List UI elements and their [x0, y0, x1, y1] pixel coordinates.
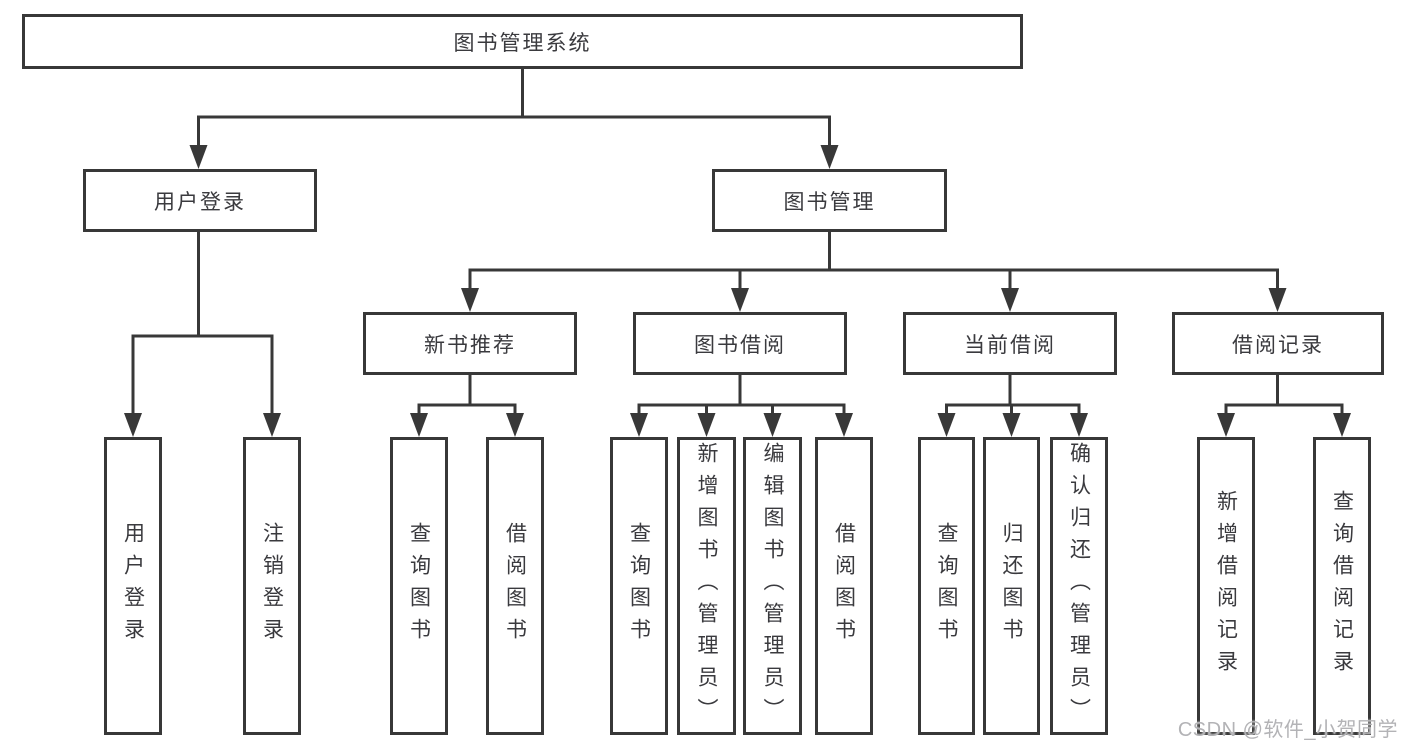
leaf-user-login: 用户登录: [104, 437, 162, 735]
leaf-borrow-query-books: 查询图书: [610, 437, 668, 735]
leaf-records-query-record: 查询借阅记录: [1313, 437, 1371, 735]
node-label: 确认归还（管理员）: [1067, 442, 1091, 730]
node-label: 新增图书（管理员）: [695, 442, 719, 730]
node-label: 当前借阅: [964, 333, 1056, 357]
node-label: 图书管理系统: [453, 31, 592, 55]
leaf-borrow-borrow-books: 借阅图书: [815, 437, 873, 735]
node-label: 借阅图书: [832, 522, 856, 650]
leaf-current-query-books: 查询图书: [918, 437, 975, 735]
leaf-borrow-edit-books-admin: 编辑图书（管理员）: [743, 437, 802, 735]
node-label: 用户登录: [121, 522, 145, 650]
leaf-current-return-books: 归还图书: [983, 437, 1040, 735]
leaf-records-add-record: 新增借阅记录: [1197, 437, 1255, 735]
node-user-login: 用户登录: [83, 169, 317, 232]
leaf-borrow-add-books-admin: 新增图书（管理员）: [677, 437, 736, 735]
node-label: 新书推荐: [424, 333, 516, 357]
leaf-logout: 注销登录: [243, 437, 301, 735]
node-label: 注销登录: [260, 522, 284, 650]
node-book-borrowing: 图书借阅: [633, 312, 847, 375]
watermark-csdn: CSDN @软件_小贺同学: [1177, 719, 1398, 741]
node-label: 归还图书: [1000, 522, 1024, 650]
node-label: 编辑图书（管理员）: [761, 442, 785, 730]
node-library-management-system: 图书管理系统: [22, 14, 1023, 69]
node-label: 新增借阅记录: [1214, 490, 1238, 682]
node-label: 借阅图书: [503, 522, 527, 650]
node-label: 借阅记录: [1232, 333, 1324, 357]
node-borrowing-records: 借阅记录: [1172, 312, 1384, 375]
node-label: 图书管理: [783, 190, 876, 214]
leaf-recommend-query-books: 查询图书: [390, 437, 448, 735]
node-label: 图书借阅: [694, 333, 786, 357]
node-label: 用户登录: [154, 190, 246, 214]
node-label: 查询借阅记录: [1330, 490, 1354, 682]
leaf-current-confirm-return-admin: 确认归还（管理员）: [1050, 437, 1108, 735]
leaf-recommend-borrow-books: 借阅图书: [486, 437, 544, 735]
node-book-management: 图书管理: [712, 169, 947, 232]
node-label: 查询图书: [627, 522, 651, 650]
node-label: 查询图书: [935, 522, 959, 650]
node-new-book-recommendation: 新书推荐: [363, 312, 577, 375]
arrowheads: [124, 145, 1351, 437]
node-current-borrowing: 当前借阅: [903, 312, 1117, 375]
node-label: 查询图书: [407, 522, 431, 650]
